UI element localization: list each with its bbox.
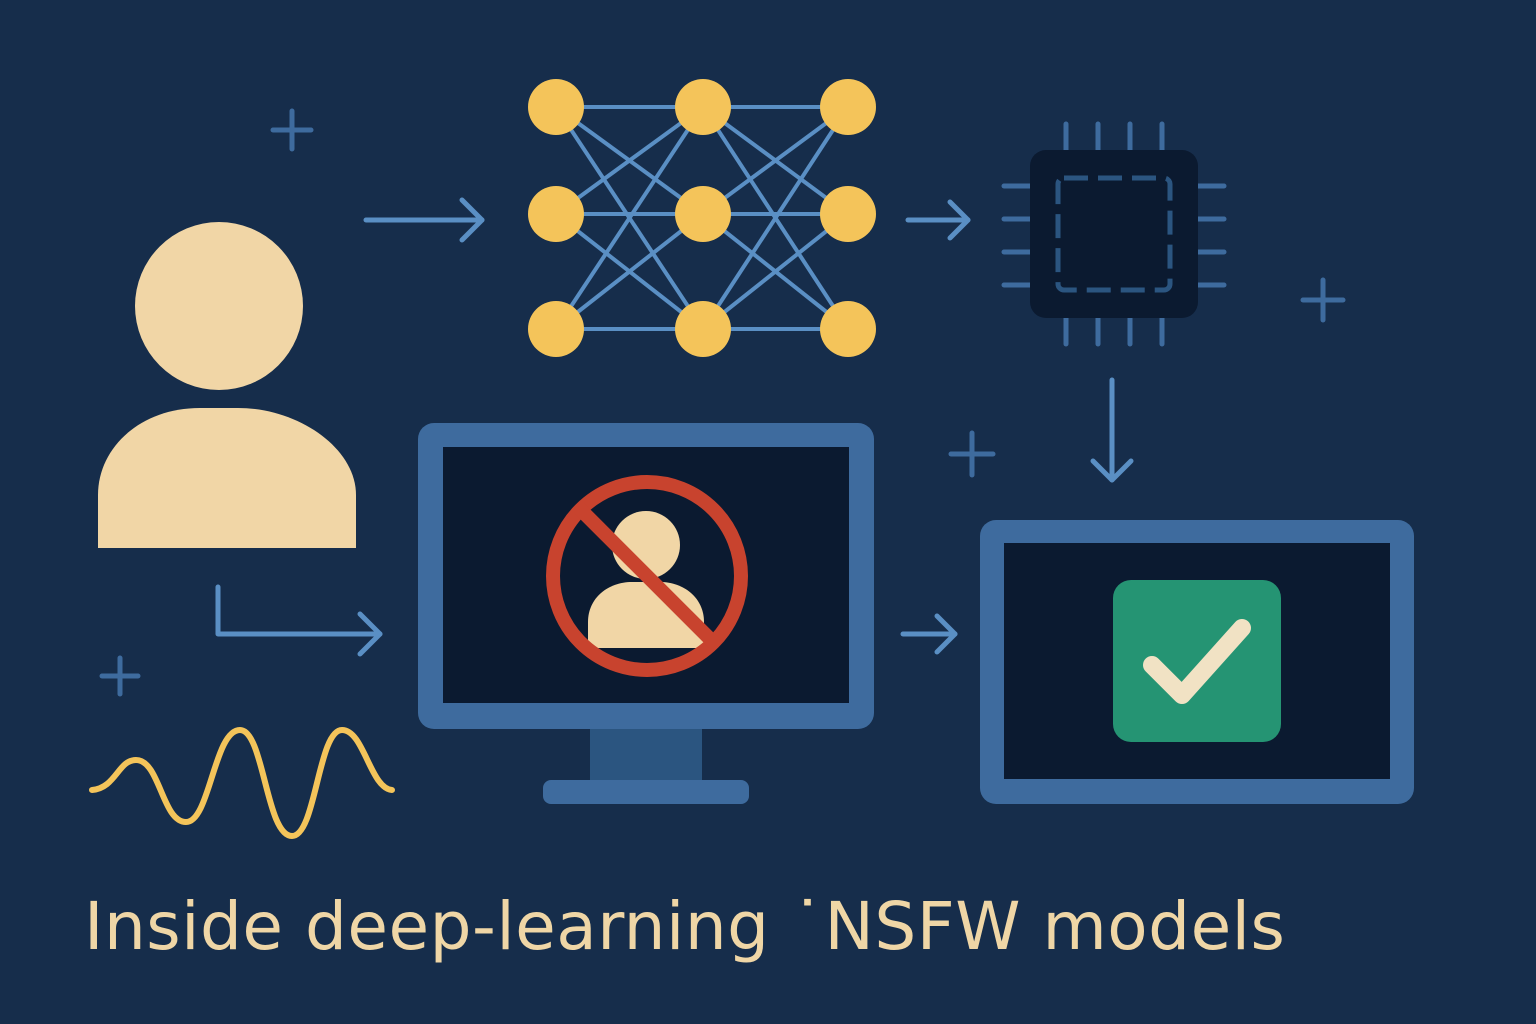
chip-die [1055, 175, 1173, 293]
arrow-to-approved [1090, 377, 1134, 483]
checkmark-icon [1113, 580, 1281, 742]
filter-monitor [418, 423, 874, 804]
arrow-to-filter-monitor [215, 584, 383, 657]
plus-icon [948, 430, 996, 478]
waveform-icon [89, 727, 395, 839]
network-node [528, 79, 584, 135]
network-node [528, 186, 584, 242]
network-nodes [528, 79, 876, 357]
network-node [820, 301, 876, 357]
chip-body [1030, 150, 1198, 318]
diagram-caption: Inside deep-learning ˙NSFW models [84, 888, 1286, 965]
chip-pins [1001, 121, 1227, 347]
plus-icon [99, 655, 141, 697]
blocked-person-icon [546, 475, 748, 677]
network-node [528, 301, 584, 357]
network-node [675, 79, 731, 135]
monitor-stand [543, 780, 749, 804]
arrow-to-output-monitor [900, 613, 958, 655]
person-icon [98, 222, 356, 548]
decor-plus-icons [99, 108, 1346, 697]
arrow-to-chip [905, 199, 971, 241]
output-monitor [980, 520, 1414, 804]
monitor-neck [590, 729, 702, 781]
network-node [675, 186, 731, 242]
cpu-chip-icon [1001, 121, 1227, 347]
network-node [675, 301, 731, 357]
plus-icon [270, 108, 314, 152]
plus-icon [1300, 277, 1346, 323]
arrow-to-network [363, 197, 485, 243]
neural-network-icon [528, 79, 876, 357]
network-node [820, 79, 876, 135]
network-node [820, 186, 876, 242]
